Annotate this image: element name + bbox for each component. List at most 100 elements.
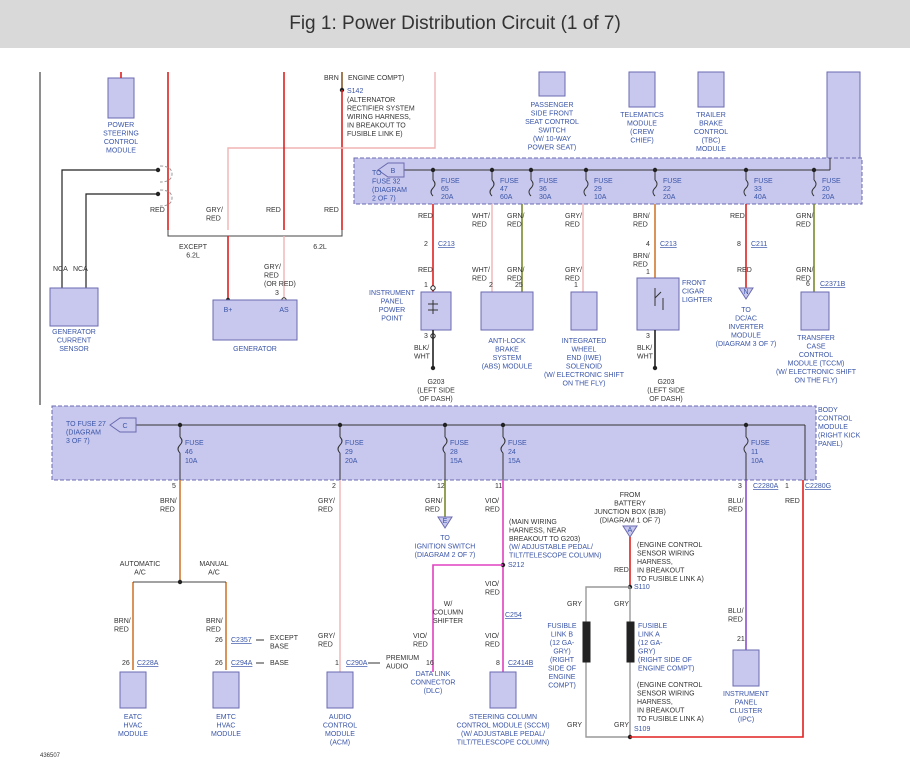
red-label-ipp: RED [418,267,433,274]
s142-label: S142 [347,88,363,95]
engine-sensor-top-label: SENSOR WIRING [637,551,695,558]
abs-pin25-label: 25 [515,282,523,289]
red-label-3: RED [324,207,339,214]
abs-label: (ABS) MODULE [482,364,533,371]
fuse-symbol-upper-5 [743,179,749,197]
conn-c2371b: C2371B [820,281,846,288]
ref-flag-n [738,287,754,300]
acm-pin1: 1 [335,660,339,667]
fuse47-wire-label: RED [472,222,487,229]
seat-switch-label: (W/ 10-WAY [533,136,571,143]
fuse28-wire-label: GRN/ [425,498,443,505]
iwe-label: WHEEL [572,347,597,354]
cigar-label: FRONT [682,280,707,287]
fuse46-wire-label: BRN/ [160,498,177,505]
fuse-amp-upper: 30A [539,194,552,201]
fuse-num-upper: 33 [754,186,762,193]
bcm-bus-dot [500,422,506,428]
tccm-label: CONTROL [799,352,833,359]
cigar-blkwht-label: BLK/ [637,345,652,352]
fuse-symbol-upper-3 [583,179,589,197]
ignition-switch-label: IGNITION SWITCH [415,544,476,551]
column-shifter-label: COLUMN [433,610,463,617]
fuse-num-bcm: 29 [345,449,353,456]
ipp-label: INSTRUMENT [369,290,416,297]
power-steering-label: CONTROL [104,139,138,146]
cigar-icon [654,288,664,310]
ref-flag-e-letter: E [443,518,448,525]
gry-red-label-iwe: GRY/ [565,267,582,274]
sccm-viored-label-2: VIO/ [485,633,499,640]
fuse-symbol-bcm-3 [500,436,506,454]
ipp-socket-icon [428,300,438,314]
v62l-label: 6.2L [313,244,327,251]
fusible-a-label: (12 GA- [638,640,663,647]
fuse-bus-dot [652,167,658,173]
tccm-pin-label: 6 [806,281,810,288]
b-plus-label: B+ [224,307,233,314]
g203-b-dot [652,365,658,371]
to-fuse-27-label: TO FUSE 27 [66,421,106,428]
acm-label: AUDIO [329,714,352,721]
engine-sensor-bottom-label: (ENGINE CONTROL [637,682,702,689]
dlc-label: CONNECTOR [411,680,456,687]
as-label: AS [279,307,289,314]
ipc-pin21: 21 [737,636,745,643]
cigar-label: CIGAR [682,289,704,296]
fuse-amp-bcm: 20A [345,458,358,465]
g203-a-label: G203 [427,379,444,386]
fusible-a-label: FUSIBLE [638,623,668,630]
fuse22-wire-label: RED [633,222,648,229]
bcm-bus-dot [337,422,343,428]
fuse-label-upper: FUSE [594,178,613,185]
trailer-module [697,71,725,108]
fuse-label-upper: FUSE [500,178,519,185]
tccm-label: MODULE (TCCM) [788,361,845,368]
from-bjb-label: FROM [620,492,641,499]
premium-audio-label: AUDIO [386,664,409,671]
fusible-b-label: ENGINE [549,674,576,681]
emtc-pin26-a: 26 [215,637,223,644]
emtc-label: EMTC [216,714,236,721]
fuse-amp-upper: 20A [663,194,676,201]
fuse-label-upper: FUSE [754,178,773,185]
fuse46-wire-label: RED [160,507,175,514]
cigar-blkwht-label: WHT [637,354,654,361]
ref-flag-c-letter: C [122,423,127,430]
ipc-blured-label: RED [728,617,743,624]
iwe-box [570,291,598,331]
ipc-label: PANEL [735,700,758,707]
inverter-label: TO [741,307,751,314]
acm-gryred-label: RED [318,642,333,649]
grn-red-label-abs: GRN/ [507,267,525,274]
gry-label-4: GRY [614,722,629,729]
conn-c2280a: C2280A [753,483,779,490]
dlc-viored-label: VIO/ [413,633,427,640]
fusible-b-label: COMPT) [548,683,576,690]
fuse-label-bcm: FUSE [345,440,364,447]
fuse-symbol-upper-6 [811,179,817,197]
nca-label-1: NCA [53,266,68,273]
fuse29-bcm-wire-label: GRY/ [318,498,335,505]
power-steering-module [107,77,135,119]
fusible-b-label: (12 GA- [550,640,575,647]
fuse11-wire-label: RED [728,507,743,514]
emtc-label: MODULE [211,731,241,738]
inverter-label: INVERTER [728,324,763,331]
fuse-amp-bcm: 15A [450,458,463,465]
except-62l-label: EXCEPT [179,244,208,251]
fuse-symbol-upper-2 [528,179,534,197]
to-fuse-32-label: (DIAGRAM [372,187,407,194]
cigar-label: LIGHTER [682,297,712,304]
pink-wire-top [227,72,436,230]
except-base-label: BASE [270,644,289,651]
sccm-label: TILT/TELESCOPE COLUMN) [457,740,549,747]
gry-red-label-1: GRY/ [206,207,223,214]
fuse-label-bcm: FUSE [751,440,770,447]
fuse22-wire-label: BRN/ [633,213,650,220]
to-fuse-32-label: FUSE 32 [372,179,401,186]
gry-red-label-iwe: RED [565,276,580,283]
cigar-box [636,277,680,331]
gry-red-or-label: GRY/ [264,264,281,271]
